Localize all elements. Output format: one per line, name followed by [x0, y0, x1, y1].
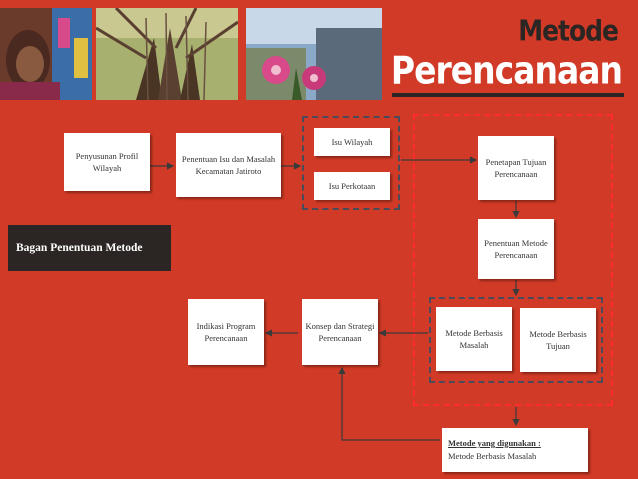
box-penentuan-metode: Penentuan Metode Perencanaan [478, 219, 554, 279]
box-metode-berbasis-masalah: Metode Berbasis Masalah [436, 307, 512, 371]
result-value: Metode Berbasis Masalah [448, 450, 537, 461]
box-penentuan-isu-masalah: Penentuan Isu dan Masalah Kecamatan Jati… [176, 133, 281, 197]
arrow-result-to-konsep [338, 366, 440, 441]
title-perencanaan: Perencanaan [390, 48, 623, 93]
box-metode-digunakan: Metode yang digunakan : Metode Berbasis … [442, 428, 588, 472]
bagan-penentuan-metode-label: Bagan Penentuan Metode [8, 225, 171, 271]
box-isu-wilayah-label: Isu Wilayah [331, 136, 373, 147]
box-penetapan-tujuan: Penetapan Tujuan Perencanaan [478, 136, 554, 200]
pink-flower-photo [246, 8, 382, 100]
basis-group-outline [429, 297, 603, 383]
box-indikasi-program-label: Indikasi Program Perencanaan [196, 320, 256, 343]
box-konsep-strategi: Konsep dan Strategi Perencanaan [302, 299, 378, 365]
box-penetapan-tujuan-label: Penetapan Tujuan Perencanaan [485, 156, 547, 179]
box-metode-berbasis-masalah-label: Metode Berbasis Masalah [445, 327, 503, 350]
title-metode: Metode [518, 14, 619, 48]
isu-group-outline [302, 116, 400, 210]
title-underline [392, 93, 624, 97]
result-heading: Metode yang digunakan : [448, 438, 541, 448]
box-penyusunan-profil: Penyusunan Profil Wilayah [64, 133, 150, 191]
box-indikasi-program: Indikasi Program Perencanaan [188, 299, 264, 365]
box-penentuan-metode-label: Penentuan Metode Perencanaan [484, 237, 548, 260]
box-penyusunan-profil-label: Penyusunan Profil Wilayah [75, 150, 139, 173]
portrait-photo [0, 8, 92, 100]
box-penentuan-isu-masalah-label: Penentuan Isu dan Masalah Kecamatan Jati… [181, 153, 276, 176]
box-metode-berbasis-tujuan: Metode Berbasis Tujuan [520, 308, 596, 372]
box-isu-perkotaan: Isu Perkotaan [314, 172, 390, 200]
box-isu-wilayah: Isu Wilayah [314, 128, 390, 156]
box-isu-perkotaan-label: Isu Perkotaan [328, 180, 376, 191]
box-konsep-strategi-label: Konsep dan Strategi Perencanaan [305, 320, 375, 343]
banyan-tree-photo [96, 8, 238, 100]
metode-group-outline [413, 114, 613, 406]
box-metode-berbasis-tujuan-label: Metode Berbasis Tujuan [529, 328, 587, 351]
